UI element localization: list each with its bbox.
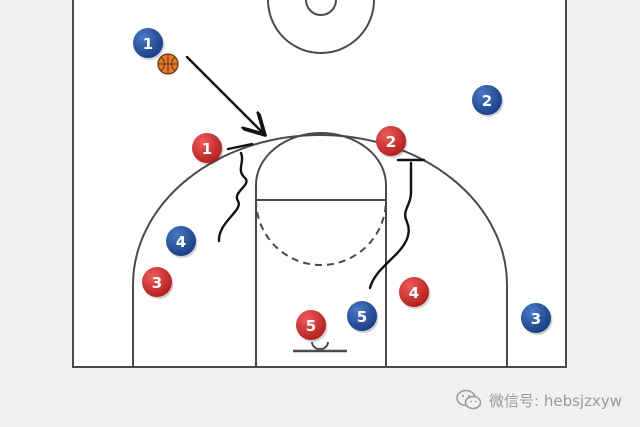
screen-bar-left (226, 142, 254, 151)
defense-player-label: 4 (176, 233, 186, 251)
defense-player-label: 3 (531, 310, 541, 328)
center-circle (267, 0, 375, 54)
defense-player-label: 5 (357, 308, 367, 326)
defense-player-marker (166, 226, 196, 256)
offense-player-4: 4 (399, 277, 431, 309)
offense-player-label: 2 (386, 133, 396, 151)
defense-player-4: 4 (166, 226, 198, 258)
half-court (72, 0, 567, 368)
offense-player-label: 4 (409, 284, 419, 302)
basketball-icon (157, 53, 179, 75)
defense-player-label: 2 (482, 92, 492, 110)
offense-player-1: 1 (192, 133, 224, 165)
center-circle-inner (305, 0, 337, 16)
defense-player-3: 3 (521, 303, 553, 335)
offense-player-marker (399, 277, 429, 307)
watermark: 微信号: hebsjzxyw (456, 389, 622, 411)
rim (311, 341, 329, 350)
players-layer: 1 2 3 4 5 1 2 3 4 5 (133, 28, 553, 342)
free-throw-lane (255, 199, 387, 367)
watermark-text: 微信号: hebsjzxyw (489, 391, 622, 410)
pass-arrow (185, 55, 263, 133)
defense-player-marker (472, 85, 502, 115)
offense-player-5: 5 (296, 310, 328, 342)
court-floor (72, 0, 567, 368)
defense-player-1: 1 (133, 28, 165, 60)
defense-player-5: 5 (347, 301, 379, 333)
cut-path-right (368, 161, 413, 290)
play-lines (185, 55, 426, 290)
defense-player-marker (347, 301, 377, 331)
defense-player-marker (133, 28, 163, 58)
offense-player-label: 1 (202, 140, 212, 158)
free-throw-circle-top (255, 132, 387, 200)
three-point-line (132, 134, 508, 367)
offense-player-label: 3 (152, 274, 162, 292)
offense-player-marker (142, 267, 172, 297)
defense-player-marker (521, 303, 551, 333)
wechat-icon (456, 389, 482, 410)
offense-player-2: 2 (376, 126, 408, 158)
defense-player-label: 1 (143, 35, 153, 53)
cut-path-left (217, 151, 248, 243)
free-throw-circle-dashed (255, 199, 387, 266)
offense-player-label: 5 (306, 317, 316, 335)
defense-player-2: 2 (472, 85, 504, 117)
offense-player-3: 3 (142, 267, 174, 299)
offense-player-marker (192, 133, 222, 163)
offense-player-marker (376, 126, 406, 156)
offense-player-marker (296, 310, 326, 340)
